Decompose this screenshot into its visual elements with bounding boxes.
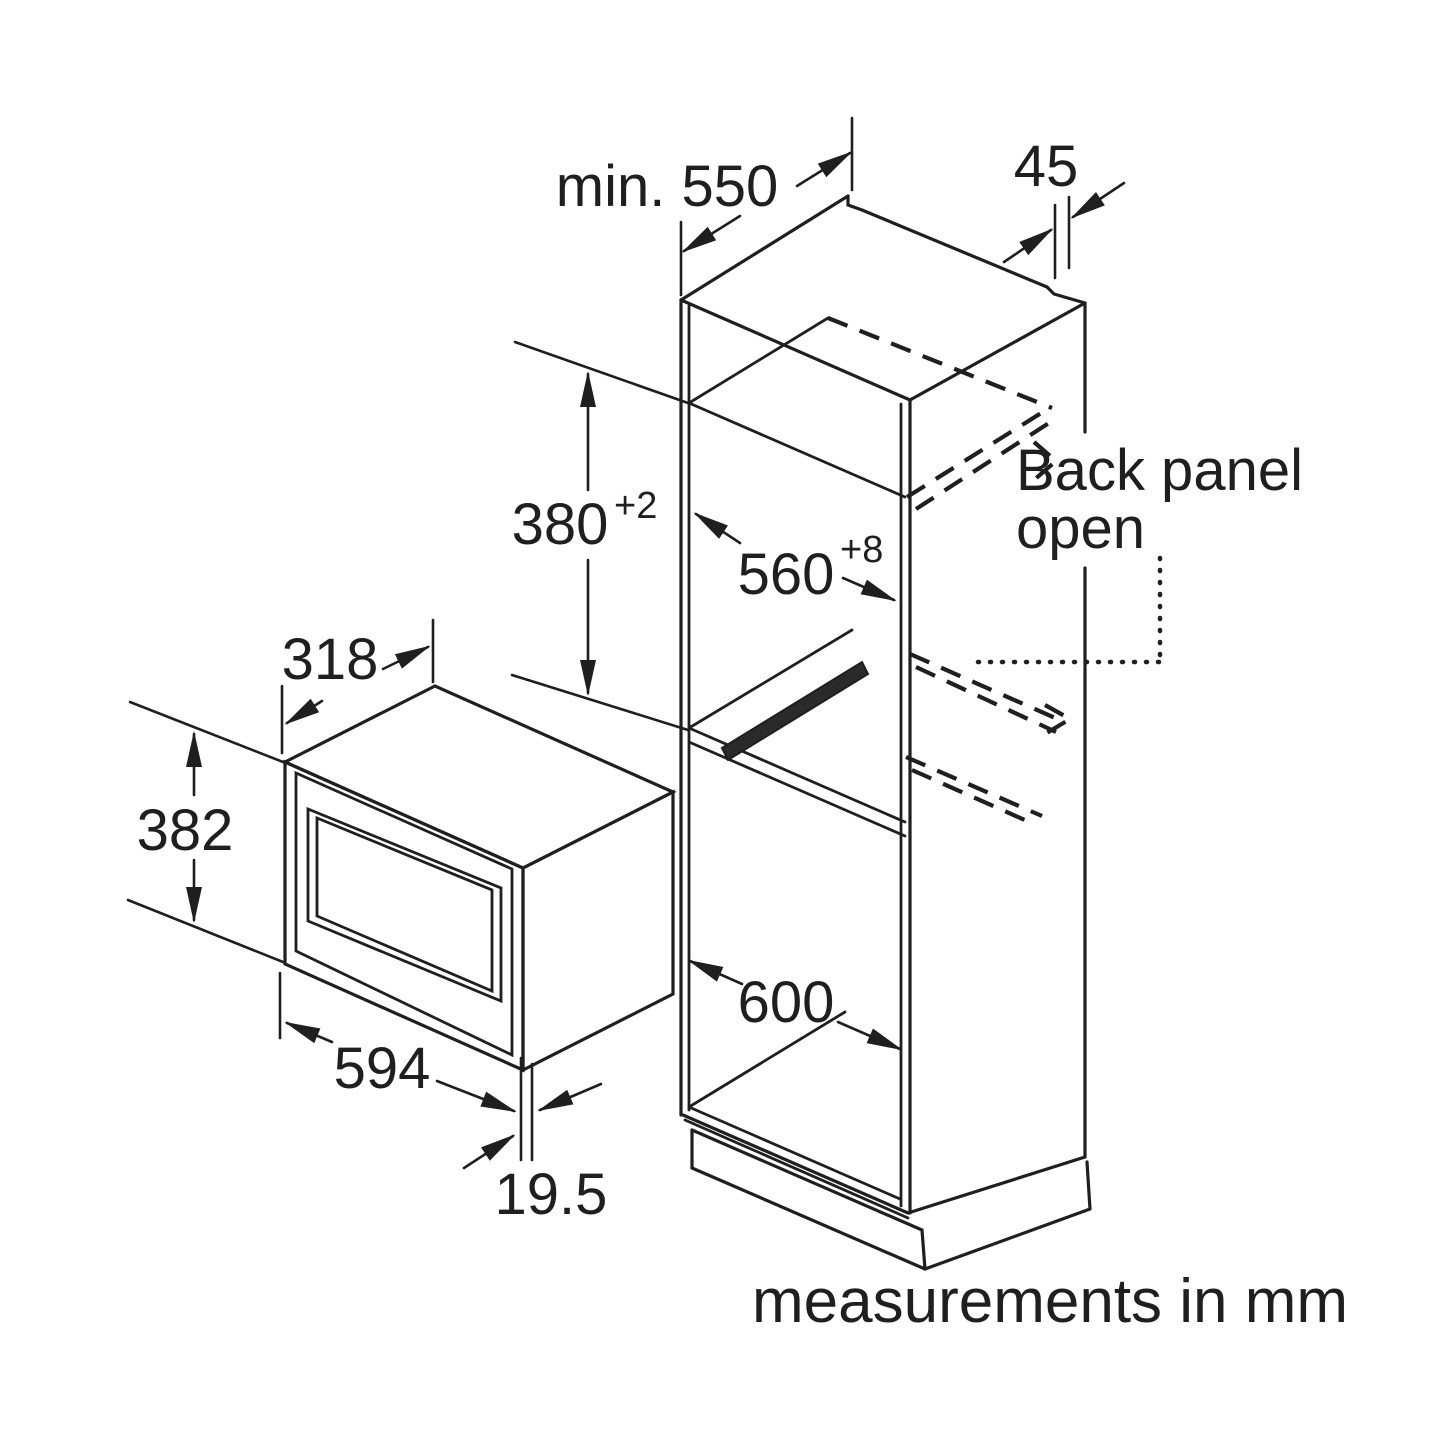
oven-window-inner <box>315 815 494 994</box>
shelf-front-top-edge <box>687 726 907 824</box>
front-frame-overhang-label: 19.5 <box>495 1162 608 1227</box>
niche-ceiling-right-edge-hidden-2 <box>914 419 1054 511</box>
extension-line <box>513 340 690 405</box>
unit-note: measurements in mm <box>752 1267 1348 1336</box>
shelf-bottom-back-edge-hidden-2 <box>911 768 1037 827</box>
dimension-arrow <box>836 1020 903 1051</box>
plinth-top-front-edge <box>690 1128 924 1232</box>
dimension-arrow <box>462 1134 516 1170</box>
dimension-arrow <box>381 645 431 671</box>
niche-width-tolerance: +8 <box>840 529 883 571</box>
niche-ceiling-right-edge-hidden-1 <box>905 408 1048 499</box>
dimension-niche-height: 380 +2 <box>510 340 690 732</box>
oven-window-outer <box>306 806 503 1004</box>
plinth-bottom-front-edge <box>690 1166 927 1271</box>
oven-width-label: 594 <box>334 1036 431 1101</box>
dimension-front-frame-overhang: 19.5 <box>462 1056 608 1227</box>
dimension-arrow <box>284 698 324 725</box>
niche-height-tolerance: +2 <box>614 485 657 527</box>
shelf-back-edge-hidden-2 <box>915 665 1057 734</box>
cabinet-top-back-edge <box>860 208 1049 289</box>
bottom-panel-thickness-edge <box>683 1118 910 1220</box>
niche-hidden-corner-chevron-top <box>1032 440 1060 482</box>
shelf-bottom-back-edge-hidden-1 <box>905 755 1043 818</box>
back-panel-note: Back panel open <box>975 438 1303 665</box>
dimension-arrow <box>681 214 742 253</box>
dimension-arrow <box>795 151 853 188</box>
shelf-left-depth-edge <box>687 628 854 730</box>
niche-top-front-edge <box>687 401 907 499</box>
back-panel-note-line2: open <box>1016 496 1145 561</box>
extension-line <box>126 898 285 964</box>
cabinet-back-panel-notch-left <box>846 194 864 212</box>
dimension-arrow <box>687 959 744 986</box>
oven-depth-label: 318 <box>282 627 379 692</box>
microwave-drawing <box>281 684 677 1073</box>
cabinet-width-label: 600 <box>738 970 835 1035</box>
floor-front-edge <box>687 1105 902 1201</box>
shelf-vent-slot <box>720 660 870 762</box>
cabinet-bottom-front-edge <box>681 1113 910 1215</box>
dimension-niche-width: 560 +8 <box>693 512 897 607</box>
cabinet-bottom-right-edge <box>906 1155 1087 1215</box>
cabinet-top-left-depth-edge <box>679 194 850 302</box>
dimension-arrow <box>435 1079 517 1113</box>
oven-top-face <box>281 684 677 870</box>
cabinet-back-panel-notch-right <box>1045 285 1087 305</box>
plinth-front-right-edge <box>920 1228 927 1271</box>
niche-ceiling-back-edge-hidden <box>827 316 1053 410</box>
dimension-oven-depth: 318 <box>280 618 435 755</box>
oven-right-face <box>521 789 675 1073</box>
dimension-arrow <box>1002 228 1054 264</box>
oven-front-face <box>283 759 525 1073</box>
shelf-back-edge-hidden-1 <box>909 652 1063 723</box>
dimension-oven-width: 594 <box>278 971 517 1113</box>
tall-cabinet-drawing <box>679 194 1092 1271</box>
oven-height-label: 382 <box>137 798 234 863</box>
dimension-arrow <box>693 512 742 545</box>
dimension-cabinet-width: 600 <box>687 959 903 1051</box>
cabinet-top-right-depth-edge <box>908 301 1087 402</box>
dimension-arrow <box>1070 181 1126 219</box>
niche-ceiling-depth-edge <box>687 316 830 405</box>
plinth-bottom-right-edge <box>923 1207 1092 1271</box>
dimension-oven-height: 382 <box>126 700 285 964</box>
extension-line <box>510 673 690 732</box>
dimension-cabinet-min-depth: min. 550 <box>556 116 854 297</box>
cabinet-top-front-edge <box>679 298 912 402</box>
back-panel-note-line1: Back panel <box>1016 438 1303 503</box>
oven-door-outline <box>294 770 514 1058</box>
plinth-back-right-edge <box>1085 1160 1092 1211</box>
hidden-edges-dashed <box>827 316 1075 827</box>
dimension-back-panel-recess: 45 <box>1002 134 1126 280</box>
shelf-hidden-corner-chevron <box>1043 703 1075 736</box>
dimension-arrow <box>284 1021 334 1044</box>
back-panel-recess-label: 45 <box>1014 134 1079 199</box>
dimension-arrow <box>537 1082 603 1112</box>
cabinet-min-depth-label: min. 550 <box>556 154 778 219</box>
dimension-arrow <box>841 576 897 602</box>
extension-line <box>128 700 285 764</box>
shelf-front-bottom-edge <box>687 740 907 838</box>
niche-width-label: 560 <box>738 542 835 607</box>
niche-height-label: 380 <box>512 492 609 557</box>
floor-depth-edge <box>687 1010 847 1109</box>
